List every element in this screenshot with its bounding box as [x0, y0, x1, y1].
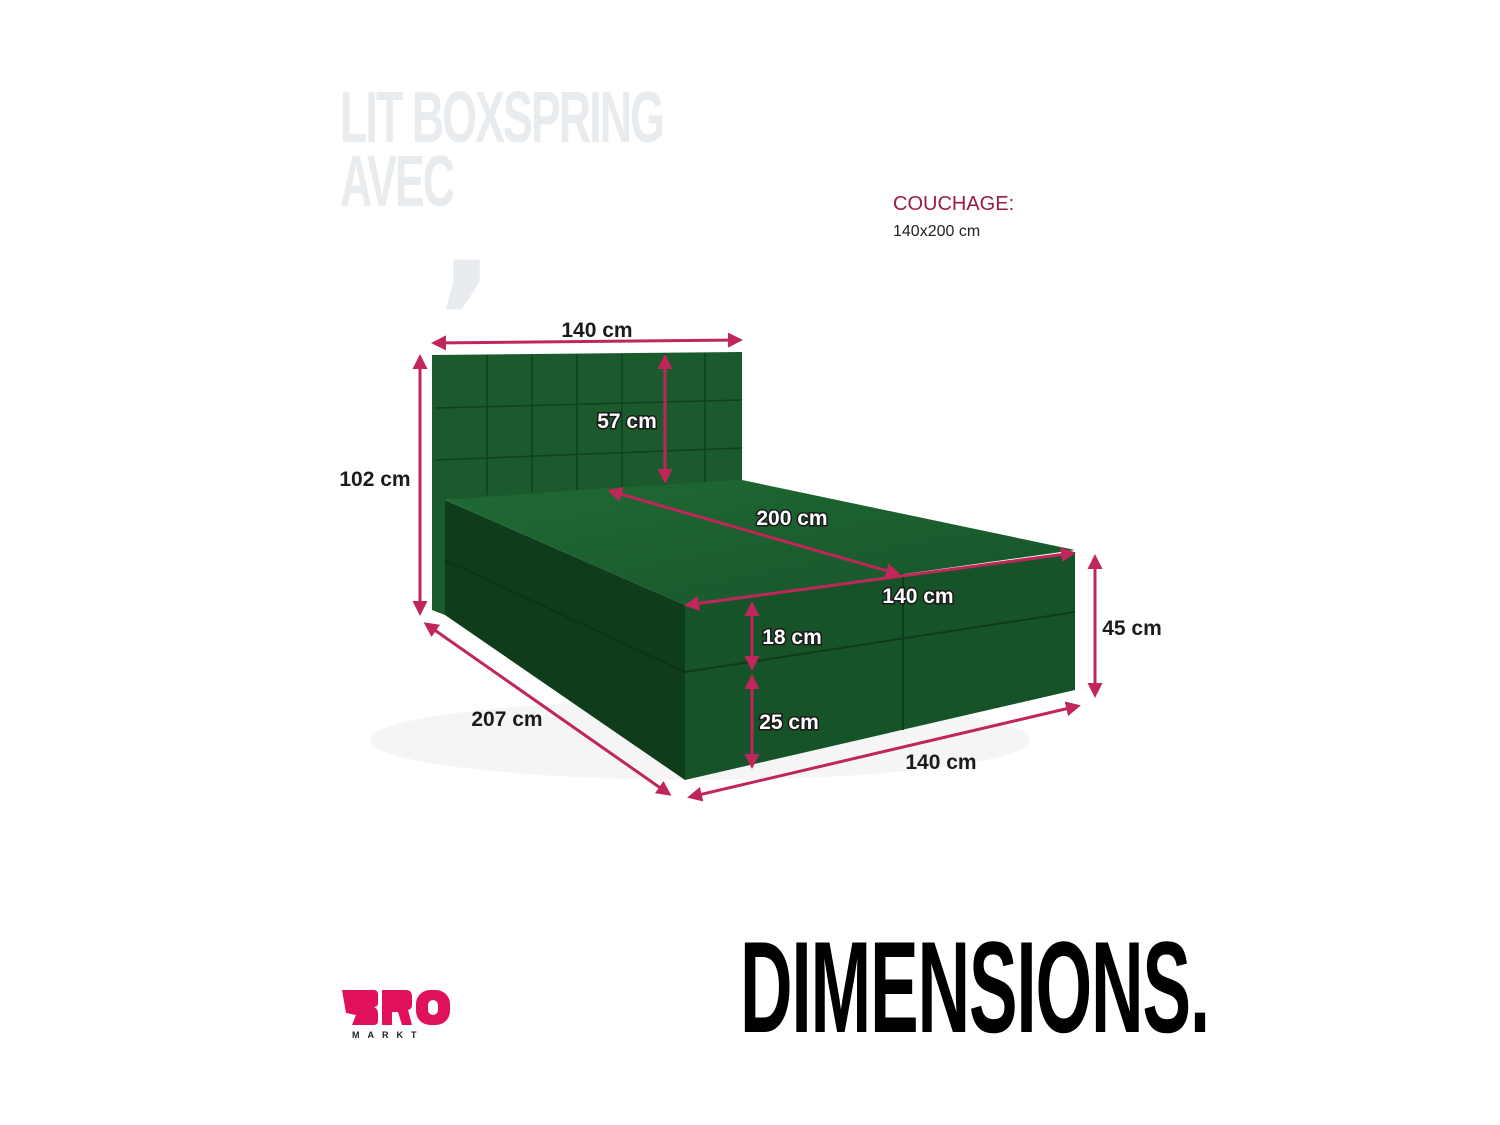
label-total-height: 102 cm [339, 468, 410, 491]
heading-comma: , [438, 150, 495, 324]
label-total-length: 207 cm [471, 708, 542, 731]
heading-line-2: AVEC [340, 142, 455, 222]
logo-subtext: MARKT [352, 1030, 425, 1040]
arrow-width-bottom [687, 701, 1081, 802]
couchage-value: 140x200 cm [893, 223, 981, 240]
couchage-label: COUCHAGE: [893, 193, 1015, 215]
heading-line-1: LIT BOXSPRING [340, 78, 665, 158]
arrow-total-length [423, 622, 672, 796]
label-box-height: 25 cm [759, 711, 819, 734]
headboard-tufting [434, 353, 743, 495]
footer-title: DIMENSIONS. [740, 914, 1210, 1060]
label-headboard-width: 140 cm [561, 319, 632, 342]
arrow-headboard-width [431, 332, 743, 351]
label-width-bottom: 140 cm [905, 751, 976, 774]
label-base-height: 45 cm [1102, 617, 1162, 640]
label-length: 200 cm [756, 507, 827, 530]
arrow-width-top [684, 547, 1076, 611]
label-topper-height: 18 cm [762, 626, 822, 649]
label-width-top: 140 cm [882, 585, 953, 608]
dimension-arrows [412, 332, 1103, 802]
bro-markt-logo [342, 990, 450, 1025]
label-headboard-height: 57 cm [597, 410, 657, 433]
